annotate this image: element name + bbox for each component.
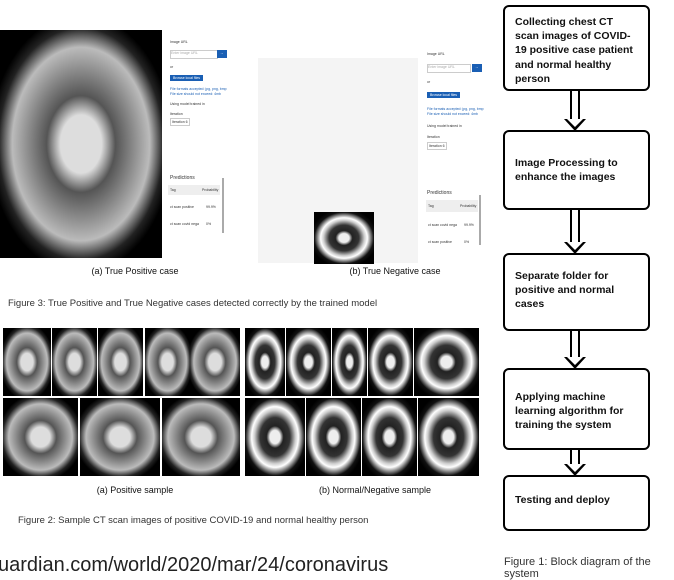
ct-scan-thumbnail — [332, 328, 367, 396]
scrollbar[interactable] — [479, 195, 481, 245]
submit-url-button[interactable]: → — [217, 50, 227, 58]
placeholder: Enter image URL — [171, 51, 198, 55]
ct-scan-thumbnail — [190, 328, 240, 396]
figure-1-caption: Figure 1: Block diagram of the system — [504, 556, 651, 580]
model-text: Using model trained in — [427, 124, 462, 128]
row-tag: ct scan covid nega — [428, 223, 457, 227]
row-probability: 0% — [464, 240, 470, 244]
url-text: uardian.com/world/2020/mar/24/coronaviru… — [0, 554, 389, 576]
arrow-down-icon — [564, 91, 586, 131]
row-probability: 99.9% — [464, 223, 474, 227]
ct-scan-thumbnail — [368, 328, 413, 396]
arrow-down-icon — [564, 450, 586, 476]
ct-scan-thumbnail — [98, 328, 143, 396]
tag-header: Tag — [170, 188, 176, 192]
flow-step-folders: Separate folder for positive and normal … — [503, 253, 650, 331]
scrollbar[interactable] — [222, 178, 224, 233]
or-label: or — [170, 65, 174, 69]
ct-scan-thumbnail — [306, 398, 361, 476]
size-text: File size should not exceed: 4mb — [170, 92, 221, 96]
ct-scan-thumbnail — [80, 398, 160, 476]
ct-scan-thumbnail — [145, 328, 190, 396]
image-url-label: Image URL — [427, 52, 445, 56]
or-label: or — [427, 80, 431, 84]
predictions-title: Predictions — [170, 175, 195, 181]
caption-negative-sample: (b) Normal/Negative sample — [318, 485, 432, 495]
row-probability: 99.9% — [206, 205, 216, 209]
caption-true-negative: (b) True Negative case — [349, 266, 441, 276]
image-url-label: Image URL — [170, 40, 188, 44]
formats-text: File formats accepted: jpg, png, bmp — [170, 87, 227, 91]
ct-scan-thumbnail — [3, 328, 51, 396]
row-tag: ct scan positive — [428, 240, 452, 244]
browse-button[interactable]: Browse local files — [427, 92, 461, 98]
iteration-select[interactable]: Iteration 6 — [427, 142, 447, 150]
caption-positive-sample: (a) Positive sample — [96, 485, 174, 495]
submit-url-button[interactable]: → — [472, 64, 482, 72]
ct-scan-true-positive — [0, 30, 162, 258]
ct-scan-thumbnail — [245, 398, 305, 476]
flow-step-collect: Collecting chest CT scan images of COVID… — [503, 5, 650, 91]
iteration-select[interactable]: Iteration 6 — [170, 118, 190, 126]
flow-step-processing: Image Processing to enhance the images — [503, 130, 650, 210]
prediction-panel-positive: Image URL Enter image URL → or Browse lo… — [164, 30, 229, 260]
prediction-panel-negative: Image URL Enter image URL → or Browse lo… — [422, 40, 487, 270]
size-text: File size should not exceed: 4mb — [427, 112, 478, 116]
ct-scan-thumbnail — [52, 328, 97, 396]
ct-scan-thumbnail — [245, 328, 285, 396]
ct-scan-thumbnail — [286, 328, 331, 396]
image-url-input[interactable]: Enter image URL — [427, 64, 471, 73]
row-tag: ct scan positive — [170, 205, 194, 209]
ct-scan-thumbnail — [3, 398, 78, 476]
iteration-label: Iteration — [170, 112, 183, 116]
ct-scan-thumbnail — [414, 328, 479, 396]
arrow-down-icon — [564, 331, 586, 369]
row-probability: 0% — [206, 222, 212, 226]
predictions-title: Predictions — [427, 190, 452, 196]
browse-button[interactable]: Browse local files — [170, 75, 204, 81]
formats-text: File formats accepted: jpg, png, bmp — [427, 107, 484, 111]
row-tag: ct scan covid nega — [170, 222, 199, 226]
figure-2-caption: Figure 2: Sample CT scan images of posit… — [18, 515, 369, 526]
probability-header: Probability — [202, 188, 219, 192]
tag-header: Tag — [428, 204, 434, 208]
arrow-down-icon — [564, 210, 586, 254]
ct-scan-true-negative — [314, 212, 374, 264]
flow-step-deploy: Testing and deploy — [503, 475, 650, 531]
ct-scan-thumbnail — [162, 398, 240, 476]
iteration-label: Iteration — [427, 135, 440, 139]
ct-scan-thumbnail — [418, 398, 479, 476]
ct-scan-thumbnail — [362, 398, 417, 476]
model-text: Using model trained in — [170, 102, 205, 106]
image-url-input[interactable]: Enter image URL — [170, 50, 218, 59]
flow-step-training: Applying machine learning algorithm for … — [503, 368, 650, 450]
placeholder: Enter image URL — [428, 65, 455, 69]
figure-3-caption: Figure 3: True Positive and True Negativ… — [8, 298, 378, 309]
probability-header: Probability — [460, 204, 477, 208]
caption-true-positive: (a) True Positive case — [91, 266, 179, 276]
